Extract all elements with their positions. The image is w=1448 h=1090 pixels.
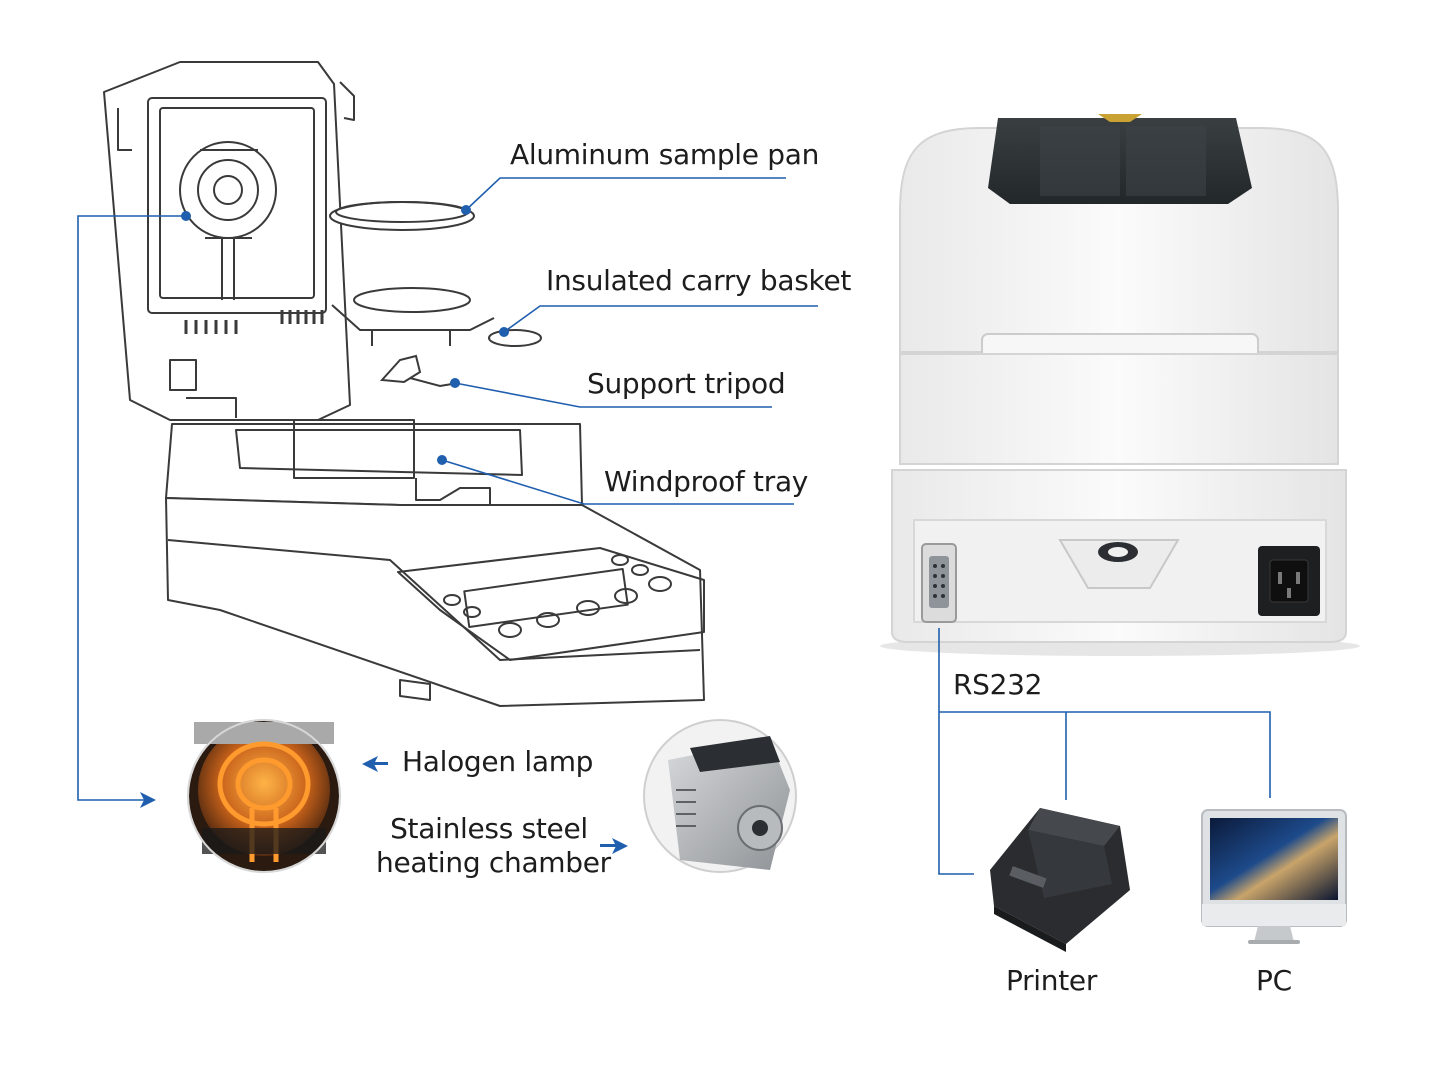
keypad-buttons [443,554,672,638]
control-panel [397,547,705,661]
carry-basket-frame [331,304,495,346]
tray-slot [415,478,491,504]
label-halogen-lamp: Halogen lamp [402,745,594,778]
open-lid-outline [103,61,351,421]
label-rs232: RS232 [953,668,1043,701]
arrow-icon [362,756,378,772]
label-windproof-tray: Windproof tray [604,465,809,498]
arrow-icon [140,792,156,808]
label-heating-chamber: Stainless steel heating chamber [376,812,611,880]
arrow-icons [140,756,628,854]
arrow-icon-shaft [372,762,388,765]
callout-line-tripod [454,382,772,408]
label-printer: Printer [1006,964,1098,997]
arrow-icon [612,838,628,854]
callout-dot-carry-basket [499,327,509,337]
connection-lines [938,628,1271,875]
analyzer-line-drawing [103,61,705,707]
tray-inner [293,419,415,479]
callout-dot-windproof-tray [437,455,447,465]
lamp-bracket [200,149,258,300]
base-front-curve [167,539,701,661]
support-tripod-shape [379,354,422,384]
label-carry-basket: Insulated carry basket [546,264,852,297]
label-heating-chamber-line1: Stainless steel [390,812,588,845]
callout-line-windproof-tray [441,459,794,505]
callout-dot-tripod [450,378,460,388]
analyzer-rear-view [880,114,1360,656]
label-tripod: Support tripod [587,367,786,400]
lid-vent-left [184,320,238,334]
lid-vent-right [280,310,324,324]
callout-lines-left [77,177,818,801]
label-sample-pan: Aluminum sample pan [510,138,820,171]
callout-line-sample-pan [465,177,786,211]
lid-inner-plate [159,107,315,299]
callout-dots-left [181,205,509,465]
support-tripod-leg [409,377,453,388]
tray-outline [235,429,523,476]
rs232-line-bus [939,711,1271,798]
lamp-ring-inner [197,159,259,221]
rs232-line-down [938,628,974,875]
callout-line-halogen [77,215,186,801]
device-top-badge [1098,114,1142,122]
label-heating-chamber-line2: heating chamber [376,846,611,879]
base-foot [399,679,431,701]
lid-hinge [169,359,237,418]
printer-icon [990,808,1130,952]
callout-line-carry-basket [503,305,818,333]
lid-handle-right [339,81,355,121]
callout-dot-sample-pan [461,205,471,215]
callout-dot-halogen [181,211,191,221]
carry-basket-ring [353,287,471,313]
halogen-lamp-photo [187,719,341,873]
device-middle-band [899,353,1339,465]
carry-basket-handle [488,329,542,347]
monitor-icon [1201,809,1347,944]
label-pc: PC [1256,964,1292,997]
lamp-ring-core [213,175,243,205]
heating-chamber-photo [643,719,797,873]
lid-handle-left [117,108,132,151]
arrow-icon-shaft [600,844,616,847]
loose-parts [329,201,542,388]
lid-inner-panel [147,97,327,314]
level-bubble-housing [1058,539,1180,589]
